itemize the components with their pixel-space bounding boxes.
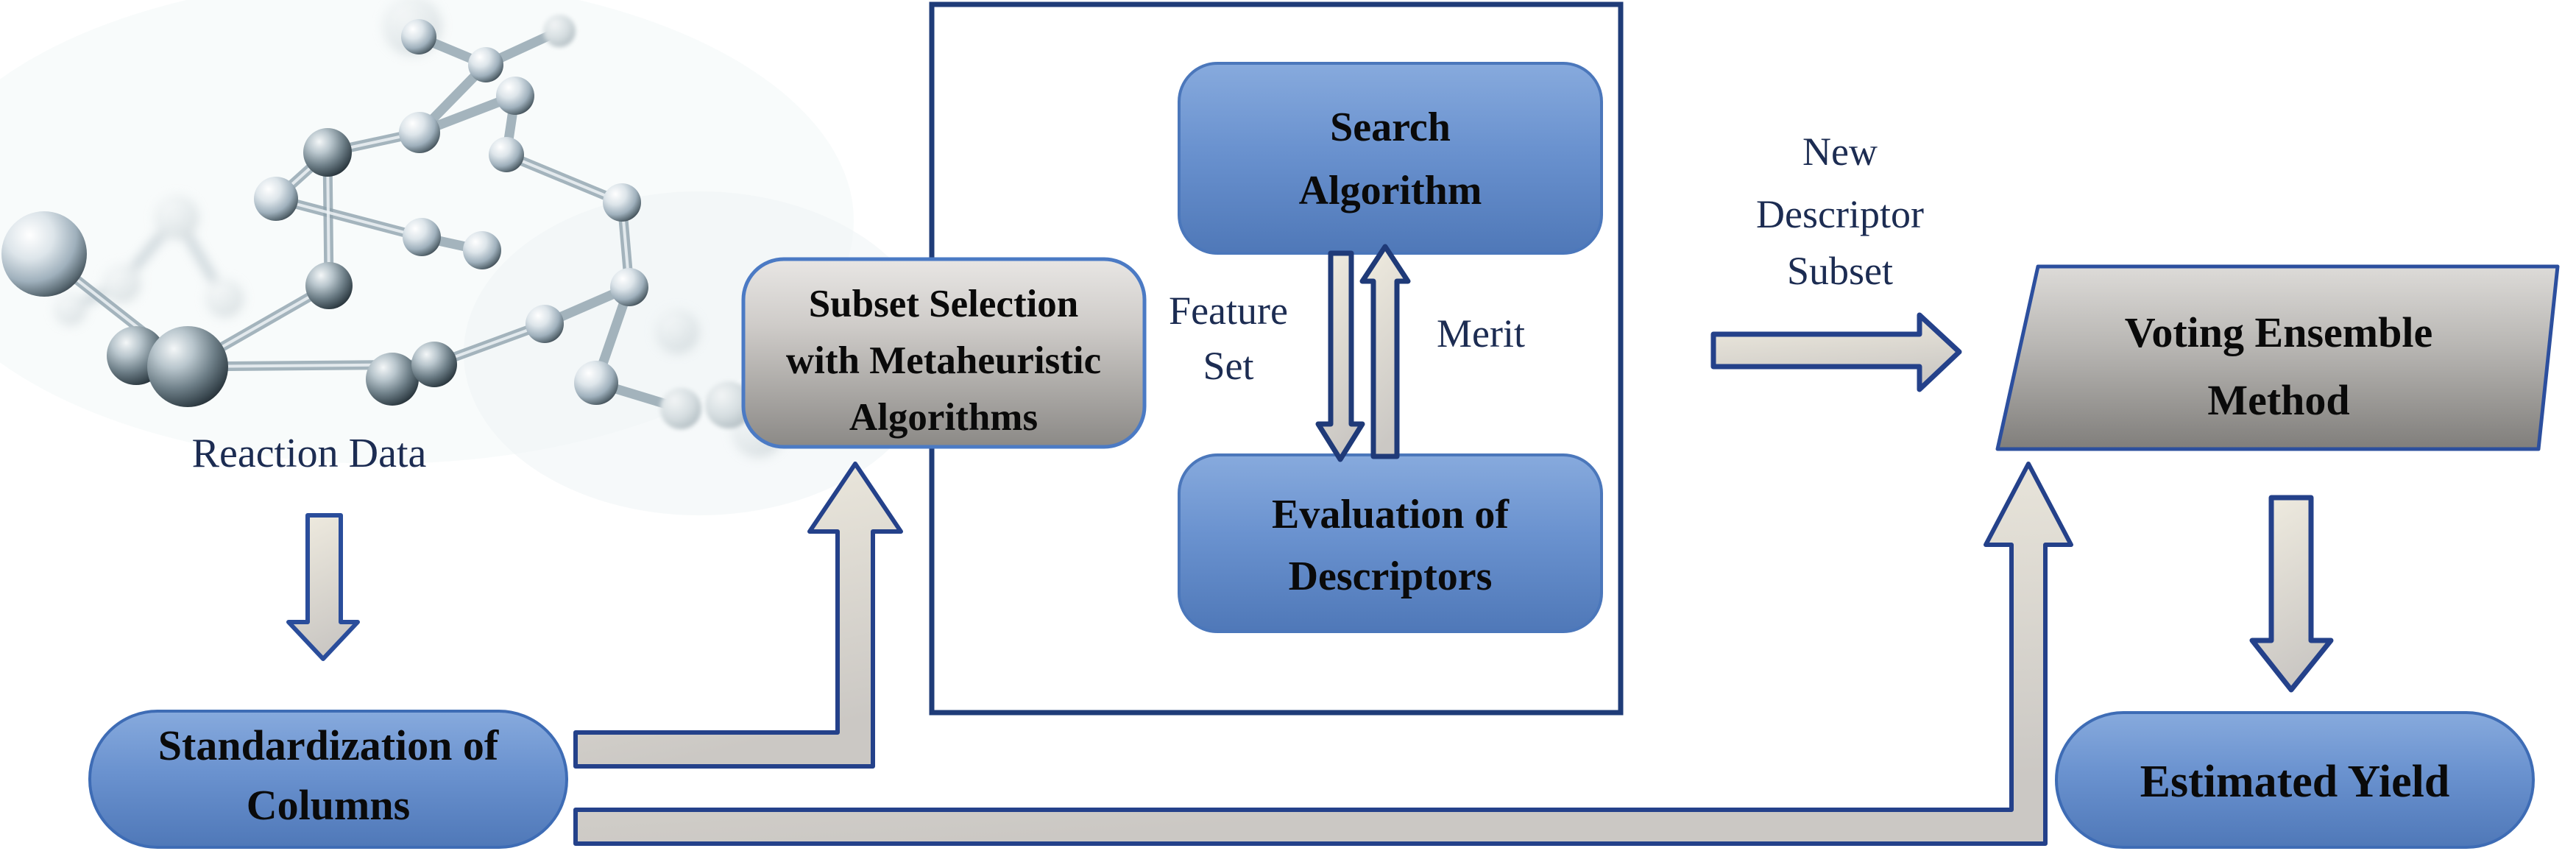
evaluation-node: Evaluation of Descriptors xyxy=(1178,453,1603,633)
subset-selection-label-line2: with Metaheuristic xyxy=(786,339,1101,382)
reaction-data-label: Reaction Data xyxy=(192,431,427,476)
long-elbow-arrow-up-icon xyxy=(573,462,2073,846)
standardization-box xyxy=(88,710,568,849)
new-descriptor-subset-label-line1: New xyxy=(1802,130,1878,174)
arrow-right-icon xyxy=(1710,312,1962,392)
estimated-yield-label: Estimated Yield xyxy=(2140,757,2450,807)
evaluation-label-line1: Evaluation of xyxy=(1272,492,1510,537)
new-descriptor-subset-label-line3: Subset xyxy=(1787,249,1893,293)
subset-selection-box xyxy=(741,257,1147,449)
voting-ensemble-label-line2: Method xyxy=(2207,376,2349,424)
standardization-label-line2: Columns xyxy=(247,781,410,829)
search-algorithm-label-line2: Algorithm xyxy=(1299,168,1482,213)
subset-selection-label-line1: Subset Selection xyxy=(809,283,1079,325)
feature-set-label-line2: Set xyxy=(1203,344,1253,388)
estimated-yield-box xyxy=(2055,711,2535,849)
feature-set-label-line1: Feature xyxy=(1169,289,1288,333)
subset-selection-label-line3: Algorithms xyxy=(849,396,1038,439)
feature-set-arrow-down-icon xyxy=(1315,250,1365,462)
evaluation-box xyxy=(1178,453,1603,633)
standardization-label-line1: Standardization of xyxy=(158,721,499,769)
search-algorithm-label-line1: Search xyxy=(1330,105,1451,150)
arrow-down-icon-2 xyxy=(2249,495,2334,693)
standardization-node: Standardization of Columns xyxy=(88,710,568,849)
new-descriptor-subset-label-line2: Descriptor xyxy=(1756,192,1924,236)
search-algorithm-box xyxy=(1178,62,1603,255)
subset-selection-node: Subset Selection with Metaheuristic Algo… xyxy=(741,257,1147,449)
estimated-yield-node: Estimated Yield xyxy=(2055,711,2535,849)
elbow-arrow-up-icon xyxy=(573,462,903,769)
voting-ensemble-shape xyxy=(1995,264,2560,451)
voting-ensemble-node: Voting Ensemble Method xyxy=(1995,264,2560,451)
search-algorithm-node: Search Algorithm xyxy=(1178,62,1603,255)
evaluation-label-line2: Descriptors xyxy=(1289,554,1493,599)
voting-ensemble-label-line1: Voting Ensemble xyxy=(2125,308,2432,356)
merit-label: Merit xyxy=(1437,311,1525,356)
arrow-down-icon xyxy=(286,513,360,661)
merit-arrow-up-icon xyxy=(1359,244,1411,459)
molecule-atoms xyxy=(1,15,752,429)
